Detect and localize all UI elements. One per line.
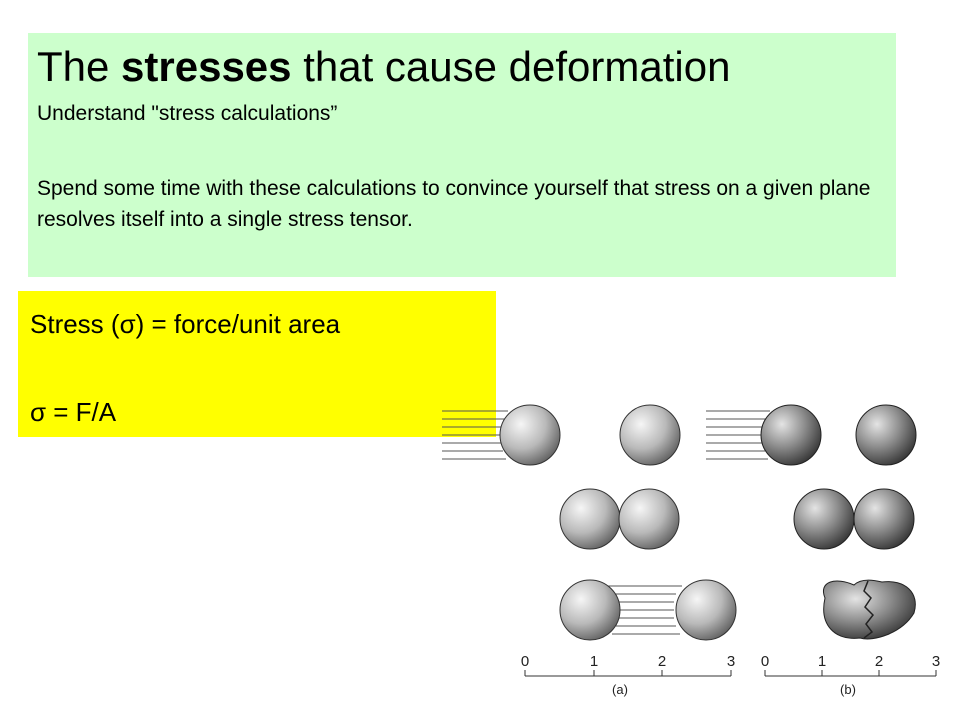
panel-a: 0 1 2 3 (a)	[442, 404, 737, 697]
deformation-seam	[863, 580, 874, 639]
time-axis-b	[764, 670, 937, 677]
stress-formula: σ = F/A	[30, 397, 117, 427]
tick-label: 1	[590, 653, 598, 670]
header-panel	[28, 33, 896, 277]
moving-sphere	[499, 404, 561, 466]
tick-label: 2	[658, 653, 666, 670]
tick-label: 1	[818, 653, 826, 670]
tick-label: 3	[932, 653, 940, 670]
definition-panel	[18, 291, 496, 437]
slide-body-text: Spend some time with these calculations …	[37, 177, 871, 231]
motion-lines	[706, 410, 770, 460]
target-sphere	[855, 404, 917, 466]
panel-b: 0 1 2 3 (b)	[706, 404, 940, 697]
slide-subtitle: Understand "stress calculations”	[37, 102, 338, 125]
target-sphere	[619, 404, 681, 466]
tick-label: 0	[521, 653, 529, 670]
collision-diagram: 0 1 2 3 (a) 0 1 2 3	[442, 404, 940, 697]
deformed-pair	[823, 579, 916, 640]
contact-sphere-left	[793, 488, 855, 550]
rebound-sphere-left	[559, 579, 621, 641]
tick-label: 0	[761, 653, 769, 670]
separation-lines	[606, 585, 682, 635]
title-emphasis: stresses	[121, 43, 292, 90]
panel-label-b: (b)	[840, 682, 856, 697]
time-axis-a	[524, 670, 732, 677]
rebound-sphere-right	[675, 579, 737, 641]
moving-sphere	[760, 404, 822, 466]
title-text-start: The	[37, 43, 122, 90]
motion-lines	[442, 410, 508, 460]
title-text-end: that cause deformation	[291, 43, 731, 90]
contact-sphere-right	[853, 488, 915, 550]
slide-title: The stresses that cause deformation	[37, 42, 730, 92]
tick-label: 3	[727, 653, 735, 670]
tick-label: 2	[875, 653, 883, 670]
panel-label-a: (a)	[612, 682, 628, 697]
contact-sphere-right	[618, 488, 680, 550]
contact-sphere-left	[559, 488, 621, 550]
stress-definition: Stress (σ) = force/unit area	[30, 309, 341, 339]
